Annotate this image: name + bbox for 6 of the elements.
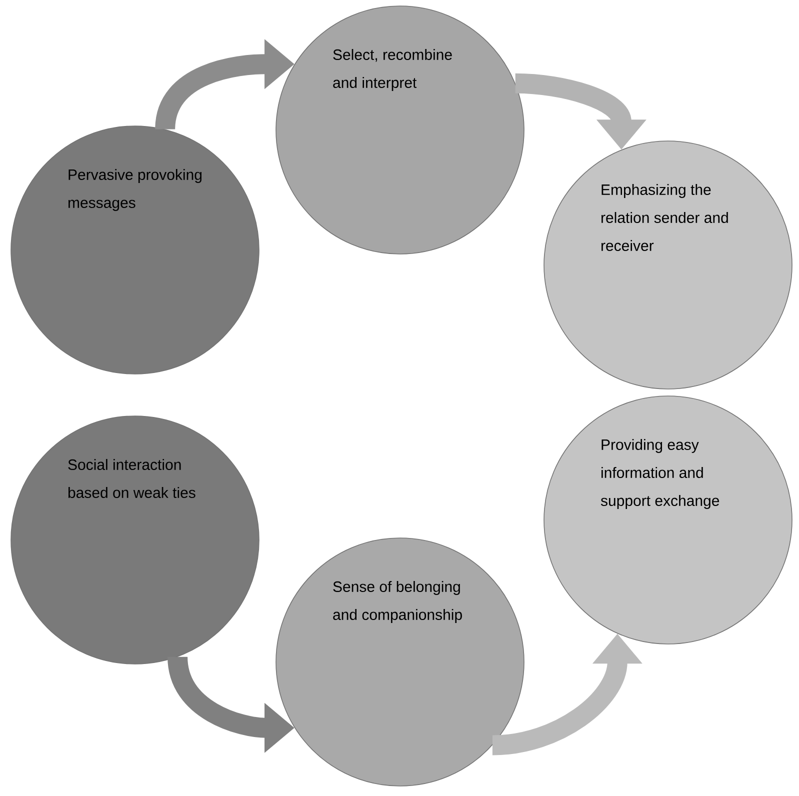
- circle-node: Select, recombine and interpret: [276, 6, 524, 254]
- circle-node: Social interaction based on weak ties: [10, 416, 260, 664]
- circle-node: Pervasive provoking messages: [10, 126, 260, 374]
- circle-node: Emphasizing the relation sender and receiver: [544, 140, 792, 390]
- circle-node: Sense of belonging and companionship: [276, 538, 524, 786]
- circle-node: Providing easy information and support exchange: [544, 396, 792, 644]
